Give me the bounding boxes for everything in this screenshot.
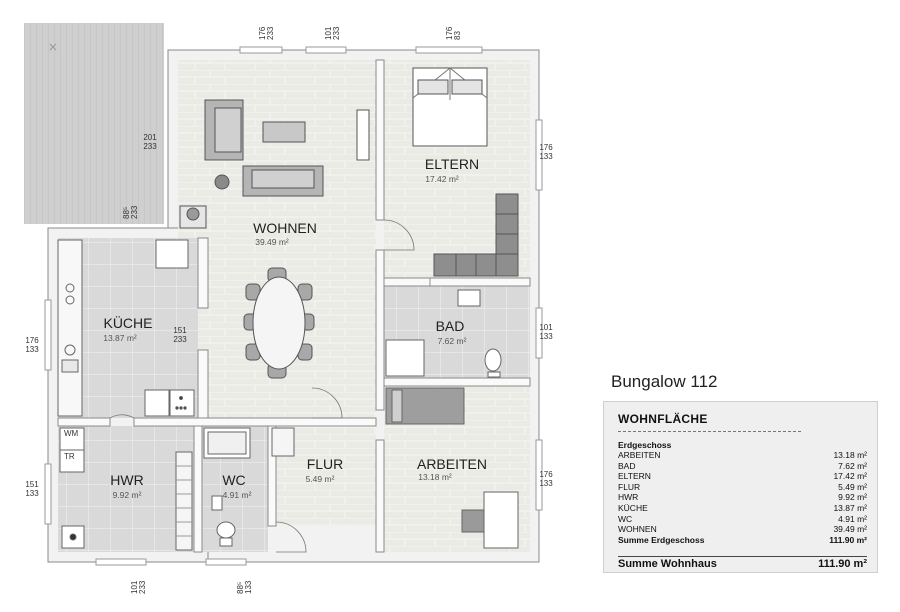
area-row-label: ELTERN xyxy=(618,471,651,482)
panel-subheading: Erdgeschoss xyxy=(618,440,672,450)
dim-left-2: 151 xyxy=(25,480,39,489)
sum-floor-value: 111.90 m² xyxy=(829,534,867,545)
dim-top-1-height: 233 xyxy=(266,26,275,40)
dim-top-3-height: 83 xyxy=(453,31,462,40)
plan-title: Bungalow 112 xyxy=(611,372,718,391)
dim-right-2: 101 xyxy=(539,323,553,332)
wardrobe xyxy=(433,193,519,277)
hwr-fixtures xyxy=(59,427,193,551)
room-area-wohnen: 39.49 m² xyxy=(255,237,289,247)
dim-top-1: 176 xyxy=(258,26,267,40)
area-rows: ARBEITEN 13.18 m² BAD 7.62 m² ELTERN 17.42 … xyxy=(618,450,867,545)
area-row-value: 13.87 m² xyxy=(833,502,867,513)
room-area-kueche: 13.87 m² xyxy=(103,333,137,343)
area-row-value: 5.49 m² xyxy=(838,481,867,492)
area-row-value: 7.62 m² xyxy=(838,460,867,471)
area-row-value: 39.49 m² xyxy=(833,524,867,535)
living-furniture xyxy=(179,99,370,229)
area-row: KÜCHE 13.87 m² xyxy=(618,503,867,514)
area-row-label: FLUR xyxy=(618,481,641,492)
area-row: BAD 7.62 m² xyxy=(618,461,867,472)
dim-top-3: 176 xyxy=(445,26,454,40)
room-name-flur: FLUR xyxy=(307,456,344,472)
area-row: WC 4.91 m² xyxy=(618,514,867,525)
area-row-value: 17.42 m² xyxy=(833,471,867,482)
dim-left-1: 176 xyxy=(25,336,39,345)
area-row: HWR 9.92 m² xyxy=(618,492,867,503)
area-row-label: ARBEITEN xyxy=(618,450,661,460)
dim-top-2-height: 233 xyxy=(332,26,341,40)
room-area-hwr: 9.92 m² xyxy=(113,490,142,500)
appliance-label-wm: WM xyxy=(64,429,79,438)
area-row-value: 13.18 m² xyxy=(833,450,867,460)
appliance-label-tr: TR xyxy=(64,452,75,461)
dim-bottom-2-height: 133 xyxy=(244,580,253,594)
area-summary-panel: WOHNFLÄCHE Erdgeschoss ARBEITEN 13.18 m² … xyxy=(603,401,878,573)
dim-right-1-height: 133 xyxy=(539,152,553,161)
area-row-value: 4.91 m² xyxy=(838,513,867,524)
area-row: ELTERN 17.42 m² xyxy=(618,471,867,482)
dim-right-3: 176 xyxy=(539,470,553,479)
dim-bottom-1: 101 xyxy=(130,580,139,594)
dim-terrace-height: 233 xyxy=(143,142,157,151)
panel-heading: WOHNFLÄCHE xyxy=(618,412,708,426)
desk xyxy=(461,491,519,549)
room-area-flur: 5.49 m² xyxy=(306,474,335,484)
dim-bottom-1-height: 233 xyxy=(138,580,147,594)
windows xyxy=(44,46,543,566)
area-row-label: HWR xyxy=(618,492,639,503)
panel-divider xyxy=(618,431,801,432)
area-row-label: BAD xyxy=(618,460,636,471)
room-area-arbeiten: 13.18 m² xyxy=(418,472,452,482)
door-swings xyxy=(109,219,431,553)
area-row: WOHNEN 39.49 m² xyxy=(618,524,867,535)
room-name-eltern: ELTERN xyxy=(425,156,479,172)
room-name-hwr: HWR xyxy=(110,472,143,488)
area-row: ARBEITEN 13.18 m² xyxy=(618,450,867,461)
dim-bottom-2: 88⁵ xyxy=(236,582,245,594)
dim-inner-kitchen: 151 xyxy=(173,326,187,335)
sum-total-value: 111.90 m² xyxy=(818,558,867,570)
dim-right-1: 176 xyxy=(539,143,553,152)
area-row-label: KÜCHE xyxy=(618,502,648,513)
sum-floor-label: Summe Erdgeschoss xyxy=(618,534,705,545)
room-name-arbeiten: ARBEITEN xyxy=(417,456,487,472)
wc-fixtures xyxy=(203,427,295,547)
area-row-label: WC xyxy=(618,513,633,524)
dim-terrace: 201 xyxy=(143,133,157,142)
room-area-wc: 4.91 m² xyxy=(223,490,252,500)
room-name-kueche: KÜCHE xyxy=(103,314,152,331)
room-name-wc: WC xyxy=(222,472,245,488)
dim-left-2-height: 133 xyxy=(25,489,39,498)
sum-total-row: Summe Wohnhaus 111.90 m² xyxy=(618,556,867,570)
sum-total-label: Summe Wohnhaus xyxy=(618,558,717,570)
dining-table xyxy=(243,267,315,379)
dim-right-3-height: 133 xyxy=(539,479,553,488)
dim-small-left: 88⁵ xyxy=(122,207,131,219)
bath-fixtures xyxy=(385,289,502,425)
dim-inner-kitchen-height: 233 xyxy=(173,335,187,344)
interior-walls xyxy=(57,59,531,553)
room-area-eltern: 17.42 m² xyxy=(425,174,459,184)
dim-top-2: 101 xyxy=(324,26,333,40)
dim-left-1-height: 133 xyxy=(25,345,39,354)
room-area-bad: 7.62 m² xyxy=(438,336,467,346)
room-name-bad: BAD xyxy=(436,318,465,334)
room-name-wohnen: WOHNEN xyxy=(253,220,317,236)
area-row-label: WOHNEN xyxy=(618,524,657,535)
sum-floor-row: Summe Erdgeschoss 111.90 m² xyxy=(618,535,867,546)
kitchen-units xyxy=(57,239,195,417)
terrace xyxy=(24,23,164,224)
area-row: FLUR 5.49 m² xyxy=(618,482,867,493)
bed xyxy=(412,67,488,147)
dim-right-2-height: 133 xyxy=(539,332,553,341)
dimension-labels: 176 233 101 233 176 83 201 233 88⁵ 233 1… xyxy=(25,26,553,594)
dim-small-left-height: 233 xyxy=(130,205,139,219)
area-row-value: 9.92 m² xyxy=(838,492,867,503)
